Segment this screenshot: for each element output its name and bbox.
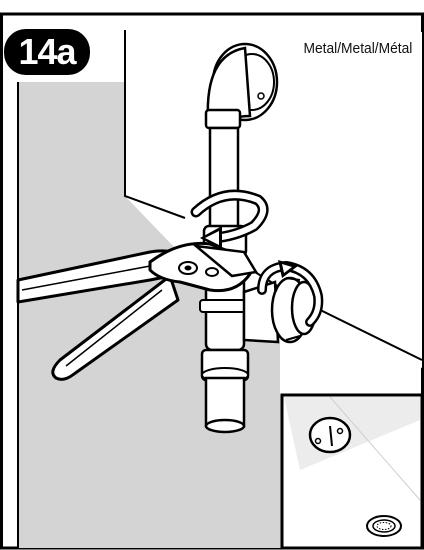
material-label: Metal/Metal/Métal	[303, 40, 412, 58]
inset-detail	[282, 395, 422, 548]
step-number: 14a	[6, 32, 88, 72]
